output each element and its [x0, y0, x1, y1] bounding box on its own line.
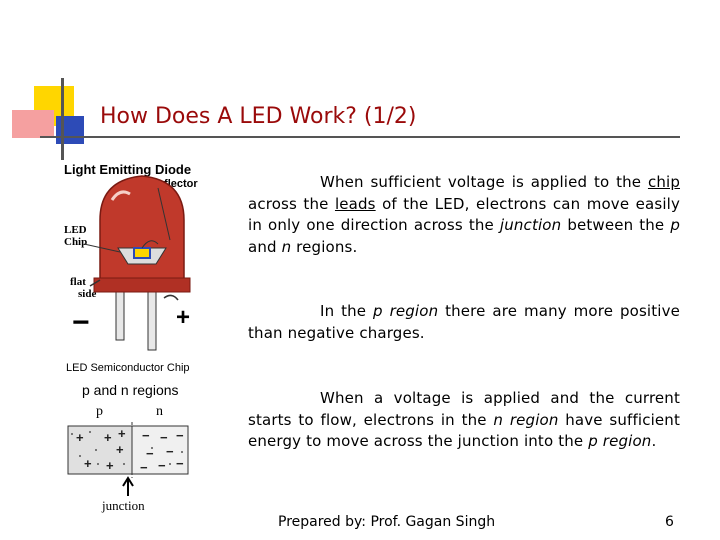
svg-text:−: − [146, 446, 154, 461]
plus-sign: + [176, 304, 191, 331]
led-figure-title: Light Emitting Diode [64, 162, 192, 177]
bond-wire [141, 240, 159, 249]
svg-text:+: + [116, 442, 124, 457]
led-chip-label-line1: LED [64, 224, 87, 236]
junction-label: junction [102, 498, 145, 513]
regions-title: p and n regions [82, 382, 179, 398]
svg-text:−: − [176, 456, 184, 471]
svg-text:+: + [118, 426, 126, 441]
led-flange [93, 277, 191, 293]
decor-square-blue [56, 116, 84, 144]
led-chip [133, 247, 151, 259]
svg-text:−: − [142, 428, 150, 443]
svg-text:+: + [104, 430, 112, 445]
n-region-label: n [156, 404, 163, 419]
decor-vertical-line [61, 78, 64, 160]
decor-horizontal-line [40, 136, 680, 138]
positive-charges: +++ +++ [76, 426, 126, 473]
svg-text:−: − [158, 458, 166, 473]
paragraph-2: In the p region there are many more posi… [248, 302, 680, 342]
minus-sign: − [72, 306, 90, 339]
svg-text:+: + [106, 458, 114, 473]
decor-square-pink [12, 110, 54, 138]
led-body-dome [99, 175, 185, 291]
svg-text:+: + [76, 430, 84, 445]
paragraph-1: When sufficient voltage is applied to th… [248, 173, 681, 256]
page-number: 6 [665, 514, 674, 530]
chip-link[interactable]: chip [647, 173, 680, 191]
semiconductor-title: LED Semiconductor Chip [66, 362, 190, 374]
led-highlight [110, 190, 131, 201]
junction-arrow [122, 476, 134, 496]
flat-side-arrow [89, 279, 101, 287]
led-diagram [83, 175, 191, 351]
flat-side-label-line2: side [78, 288, 97, 300]
leads-link[interactable]: leads [334, 194, 376, 213]
svg-text:−: − [166, 444, 174, 459]
svg-text:−: − [160, 430, 168, 445]
svg-text:+: + [84, 456, 92, 471]
paragraph-3: When a voltage is applied and the curren… [248, 389, 680, 450]
carrier-dots [71, 431, 183, 465]
footer-credit: Prepared by: Prof. Gagan Singh [278, 514, 496, 530]
led-chip-label-line2: Chip [64, 236, 88, 248]
svg-text:−: − [140, 460, 148, 475]
slide-title: How Does A LED Work? (1/2) [100, 104, 417, 129]
svg-text:−: − [176, 428, 184, 443]
p-region [67, 425, 133, 475]
semiconductor-chip-diagram: +++ +++ −−− −− −−− [67, 422, 189, 496]
negative-charges: −−− −− −−− [140, 428, 184, 475]
right-lead-arrow [163, 294, 179, 301]
chip-pointer [83, 243, 121, 253]
reflector-pointer [157, 187, 171, 241]
flat-side-label-line1: flat [70, 276, 86, 288]
p-region-label: p [96, 404, 103, 419]
